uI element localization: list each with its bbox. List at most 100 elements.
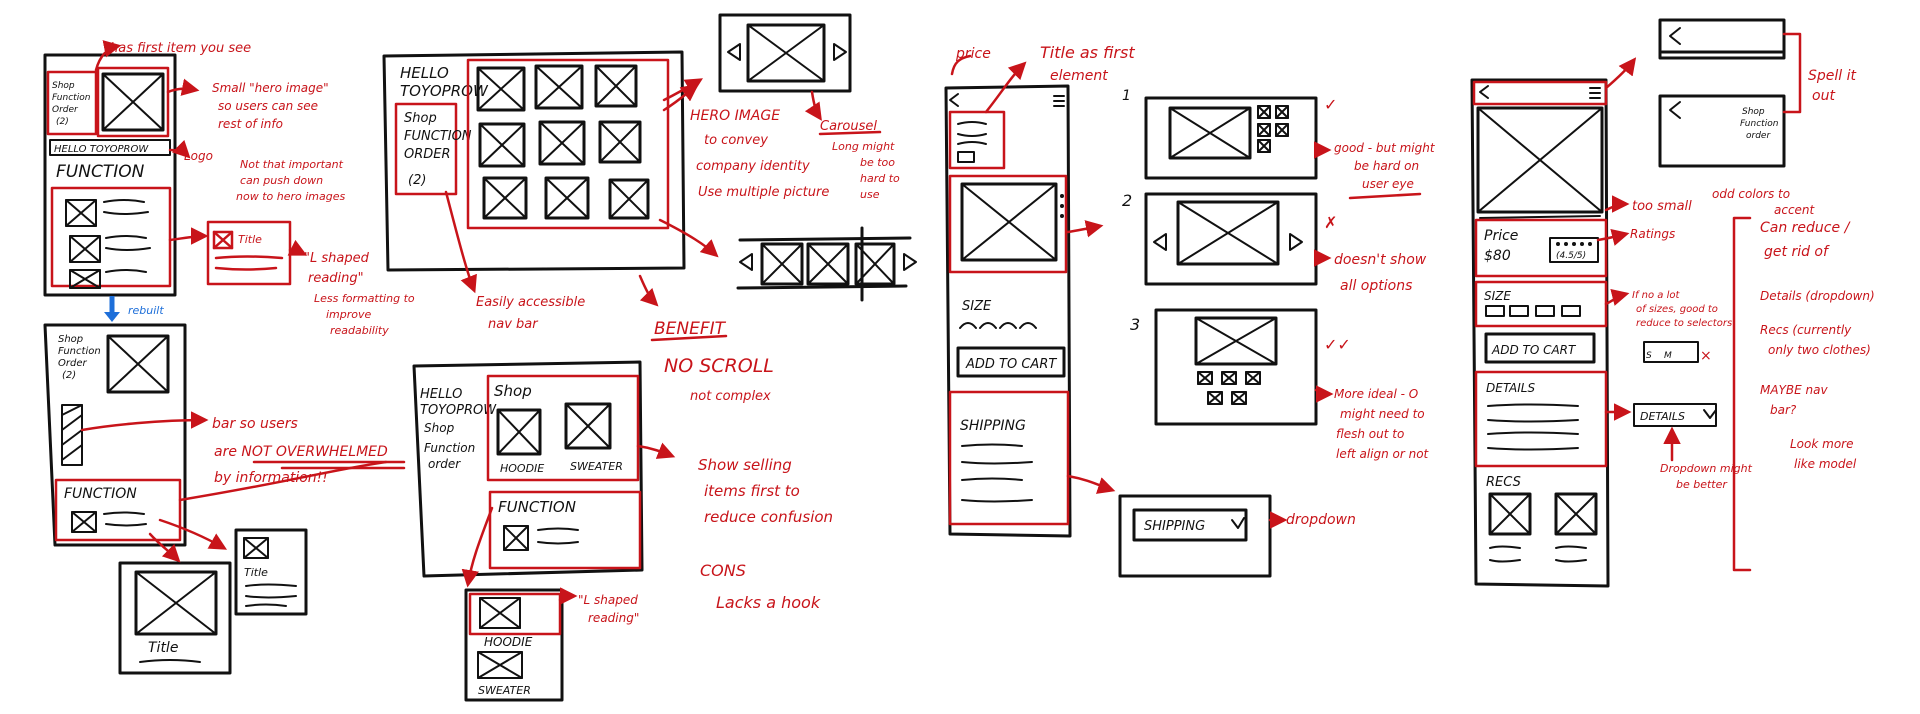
s4-brand-2: TOYOPROW xyxy=(420,403,497,418)
s5-note-price: price xyxy=(955,46,991,62)
s1-note-logo-2: Not that important xyxy=(240,158,344,171)
s1-nav-cart: (2) xyxy=(56,117,69,127)
s6-note-small-1: too small xyxy=(1632,199,1692,214)
s4-note-selling-1: Show selling xyxy=(698,456,792,474)
s3-note-notcomplex: not complex xyxy=(690,389,771,404)
s2-title-small: Title xyxy=(244,566,268,579)
s3-note-carousel-1: Carousel xyxy=(820,119,877,134)
opt1-note-1: good - but might xyxy=(1334,141,1436,155)
opt1-note-2: be hard on xyxy=(1354,159,1419,173)
s6-note-list-6: Look more xyxy=(1790,437,1853,451)
s3-hero-image-grid xyxy=(476,64,650,220)
s1-note-lshape-1: "L shaped xyxy=(304,251,370,266)
s1-note-first-item: has first item you see xyxy=(110,41,251,56)
sketch-5-annotations: price Title as first element dropdown xyxy=(950,43,1356,529)
s5-shipping-dropdown: SHIPPING xyxy=(1144,519,1205,534)
s6-selector-m: M xyxy=(1664,351,1672,361)
sketch-4-annotations: Show selling items first to reduce confu… xyxy=(461,442,833,625)
s6-note-list-7: like model xyxy=(1794,457,1857,471)
sketch-5-mobile-product: SIZE ADD TO CART SHIPPING SHIPPING xyxy=(944,84,1272,578)
s6-recs-heading: RECS xyxy=(1486,475,1521,490)
sketch-1-annotations: has first item you see Small "hero image… xyxy=(94,40,415,337)
s6-note-dropdown-1: Dropdown might xyxy=(1660,462,1753,475)
s6-note-list-2: Recs (currently xyxy=(1760,323,1852,337)
s2-note-1: bar so users xyxy=(212,416,298,432)
s1-nav-shop: Shop xyxy=(52,81,75,91)
s6-note-list-5: bar? xyxy=(1770,403,1797,417)
opt2-note-1: doesn't show xyxy=(1334,252,1427,268)
opt3-note-2: might need to xyxy=(1340,407,1425,421)
s6-mini-nav-shop: Shop xyxy=(1742,107,1765,117)
s1-rebuilt-label: rebuilt xyxy=(128,304,164,317)
s3-nav-shop: Shop xyxy=(404,111,437,126)
option-3-mark: ✓✓ xyxy=(1324,335,1351,354)
s6-note-spell-1: Spell it xyxy=(1808,68,1857,84)
s3-note-noscroll: NO SCROLL xyxy=(664,355,774,377)
s6-note-spell-2: out xyxy=(1812,88,1835,104)
sketch-6-mobile-product: Price $80 (4.5/5) SIZE ADD TO CART DETAI… xyxy=(1470,18,1786,588)
s3-note-nav-2: nav bar xyxy=(488,317,539,332)
option-1-number: 1 xyxy=(1122,88,1131,104)
s6-note-sizes-2: of sizes, good to xyxy=(1636,304,1718,315)
s6-note-reduce-1: Can reduce / xyxy=(1760,220,1851,236)
s1-note-format-3: readability xyxy=(330,324,389,337)
s6-mini-nav-function: Function xyxy=(1740,119,1779,129)
opt2-note-2: all options xyxy=(1340,278,1412,294)
s3-note-hero-2: to convey xyxy=(704,133,768,148)
sketch-4-desktop-home: HELLO TOYOPROW Shop Function order Shop … xyxy=(412,360,644,702)
s1-note-hero-1: Small "hero image" xyxy=(212,81,329,95)
s3-note-carousel-5: use xyxy=(860,188,880,201)
s1-section-title: FUNCTION xyxy=(56,162,145,182)
s2-nav-shop: Shop xyxy=(58,334,83,345)
s6-note-ratings: Ratings xyxy=(1630,227,1675,241)
s1-brand: HELLO TOYOPROW xyxy=(54,144,149,155)
options-annotations: good - but might be hard on user eye doe… xyxy=(1313,141,1436,461)
s6-size-label: SIZE xyxy=(1484,289,1511,303)
sketch-2-annotations: bar so users are NOT OVERWHELMED by info… xyxy=(80,411,406,563)
s6-note-list-4: MAYBE nav xyxy=(1760,383,1828,397)
s4-note-hook: Lacks a hook xyxy=(716,593,821,612)
s1-nav-function: Function xyxy=(52,93,91,103)
s6-note-list-3: only two clothes) xyxy=(1768,343,1871,357)
s4-note-cons: CONS xyxy=(700,561,746,580)
s1-note-logo-1: Logo xyxy=(184,149,213,163)
s6-details-heading: DETAILS xyxy=(1486,381,1535,395)
sketch-2-mobile-home: Shop Function Order (2) FUNCTION Title T… xyxy=(43,323,308,675)
s1-note-format-2: improve xyxy=(326,308,372,321)
s1-note-lshape-2: reading" xyxy=(308,271,364,286)
opt3-note-4: left align or not xyxy=(1336,447,1430,461)
s6-mini-nav-order: order xyxy=(1746,131,1771,141)
s1-list-thumbnails xyxy=(65,199,151,289)
sketch-1-mobile-home: Shop Function Order (2) HELLO TOYOPROW F… xyxy=(43,53,177,297)
s4-nav-function: Function xyxy=(424,441,475,455)
s3-note-benefit: BENEFIT xyxy=(654,319,727,339)
s3-brand-2: TOYOPROW xyxy=(400,82,489,100)
s1-note-hero-3: rest of info xyxy=(218,117,283,131)
s6-note-dropdown-2: be better xyxy=(1676,478,1728,491)
s3-brand-1: HELLO xyxy=(400,64,449,82)
s5-note-title-2: element xyxy=(1050,68,1108,84)
s2-title-large: Title xyxy=(148,640,178,656)
s5-shipping-heading: SHIPPING xyxy=(960,418,1026,434)
s4-nav-order: order xyxy=(428,457,461,471)
option-3-number: 3 xyxy=(1130,315,1140,334)
s5-note-title-1: Title as first xyxy=(1040,43,1135,62)
s3-note-hero-3: company identity xyxy=(696,159,810,174)
s6-details-dropdown: DETAILS xyxy=(1640,410,1685,423)
sketch-3-desktop-home: HELLO TOYOPROW Shop FUNCTION ORDER (2) xyxy=(382,13,917,302)
s1-note-hero-2: so users can see xyxy=(218,99,318,113)
s4-product-hoodie: HOODIE xyxy=(500,462,544,475)
sketch-6-annotations: Spell it out too small odd colors to acc… xyxy=(1596,32,1875,572)
s3-note-hero-4: Use multiple picture xyxy=(698,185,829,200)
s1-note-format-1: Less formatting to xyxy=(314,292,415,305)
s6-note-small-2: odd colors to xyxy=(1712,187,1790,201)
s6-note-reduce-2: get rid of xyxy=(1764,244,1830,260)
s2-note-2: are NOT OVERWHELMED xyxy=(214,444,388,460)
s1-nav-order: Order xyxy=(52,105,79,115)
s3-note-carousel-2: Long might xyxy=(832,140,895,153)
s6-note-sizes-3: reduce to selectors xyxy=(1636,318,1732,329)
s2-section-title: FUNCTION xyxy=(64,486,137,502)
s4-product-sweater: SWEATER xyxy=(570,460,623,473)
s4-note-selling-3: reduce confusion xyxy=(704,508,833,526)
